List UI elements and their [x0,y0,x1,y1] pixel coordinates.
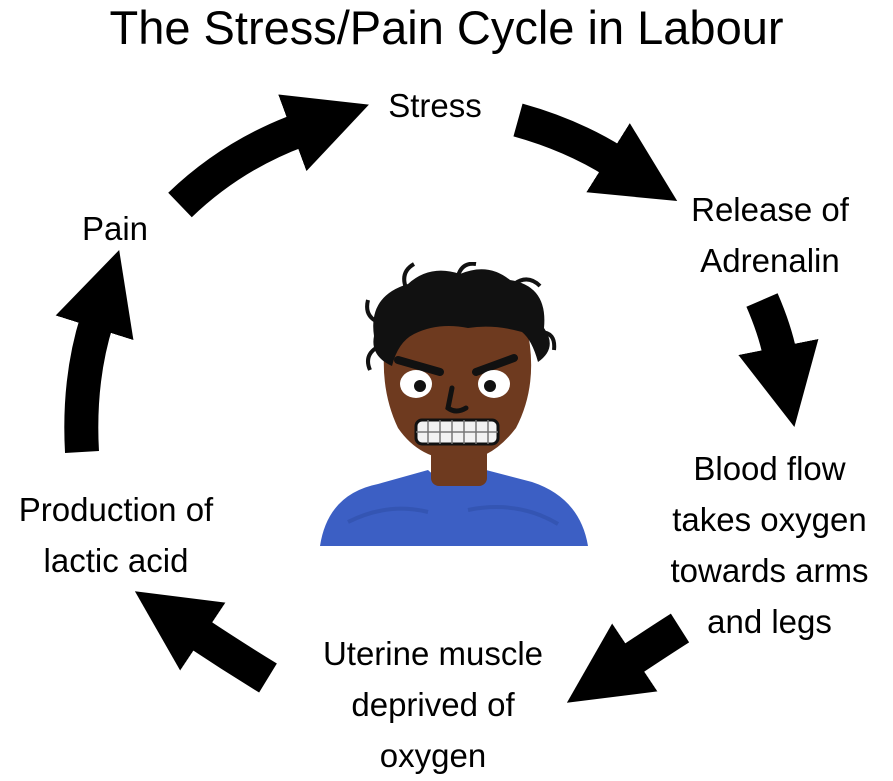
arrow-bloodflow-to-uterine [566,613,690,703]
node-lactic-line: lactic acid [43,542,189,579]
node-adrenalin-line: Adrenalin [700,242,840,279]
node-stress: Stress [365,80,505,131]
arrow-pain-to-stress [168,94,369,218]
node-lactic: Production of lactic acid [0,484,232,586]
stressed-face-illustration [320,262,588,546]
node-uterine-line: oxygen [379,737,487,774]
node-adrenalin: Release of Adrenalin [665,184,875,286]
node-pain: Pain [62,203,168,254]
node-blood-flow-line: takes oxygen [672,501,867,538]
node-blood-flow-line: Blood flow [693,450,846,487]
arrow-uterine-to-lactic [134,591,277,693]
node-blood-flow: Blood flow takes oxygen towards arms and… [648,443,891,647]
node-blood-flow-line: and legs [707,603,832,640]
arrow-adrenalin-to-bloodflow [738,293,819,428]
diagram-title: The Stress/Pain Cycle in Labour [109,1,784,54]
nose-shape [445,385,469,414]
node-uterine-line: Uterine muscle [322,635,544,672]
node-pain-line: Pain [81,210,149,247]
node-lactic-line: Production of [18,491,214,528]
node-uterine-line: deprived of [351,686,515,723]
node-stress-line: Stress [388,87,482,124]
hair-shape [373,269,550,366]
shirt-shape [320,470,588,546]
node-blood-flow-line: towards arms [670,552,869,589]
arrow-lactic-to-pain [55,249,134,453]
arrow-stress-to-adrenalin [513,103,678,202]
node-adrenalin-line: Release of [691,191,849,228]
node-uterine: Uterine muscle deprived of oxygen [292,628,574,781]
